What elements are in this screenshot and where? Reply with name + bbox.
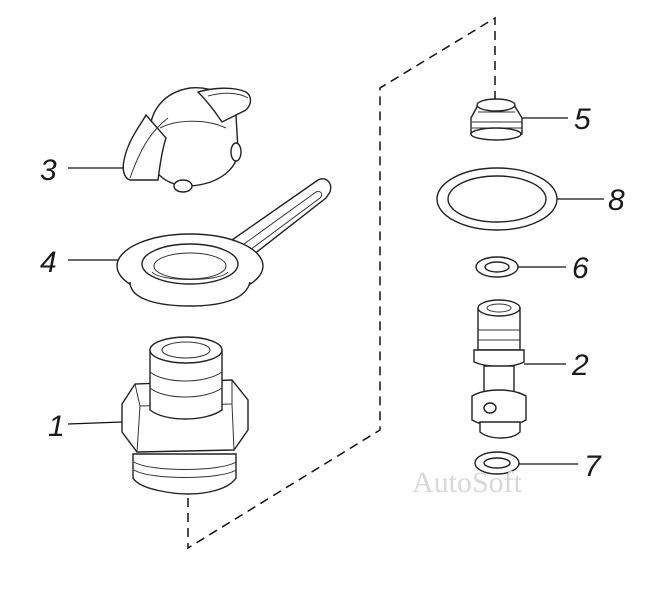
part-2-valve-core (471, 299, 527, 439)
callout-number-8: 8 (608, 184, 625, 217)
part-4-key-washer (116, 178, 332, 307)
leader-line-1 (67, 421, 123, 425)
part-8-large-o-ring (436, 167, 558, 231)
callout-number-4: 4 (40, 246, 57, 279)
part-1-hex-fitting (121, 336, 249, 495)
callout-number-5: 5 (574, 103, 591, 136)
callout-number-7: 7 (584, 450, 602, 483)
part-5-threaded-nut (470, 98, 523, 141)
watermark-text: AutoSoft (412, 466, 523, 499)
assembly-dashed-line (187, 16, 496, 550)
callout-number-3: 3 (40, 154, 57, 187)
part-6-small-ring (475, 256, 519, 278)
part-7-small-washer (474, 451, 520, 475)
callout-number-1: 1 (48, 410, 65, 443)
part-3-wing-cap (122, 87, 252, 193)
callout-number-6: 6 (572, 252, 589, 285)
callout-number-2: 2 (571, 349, 589, 382)
